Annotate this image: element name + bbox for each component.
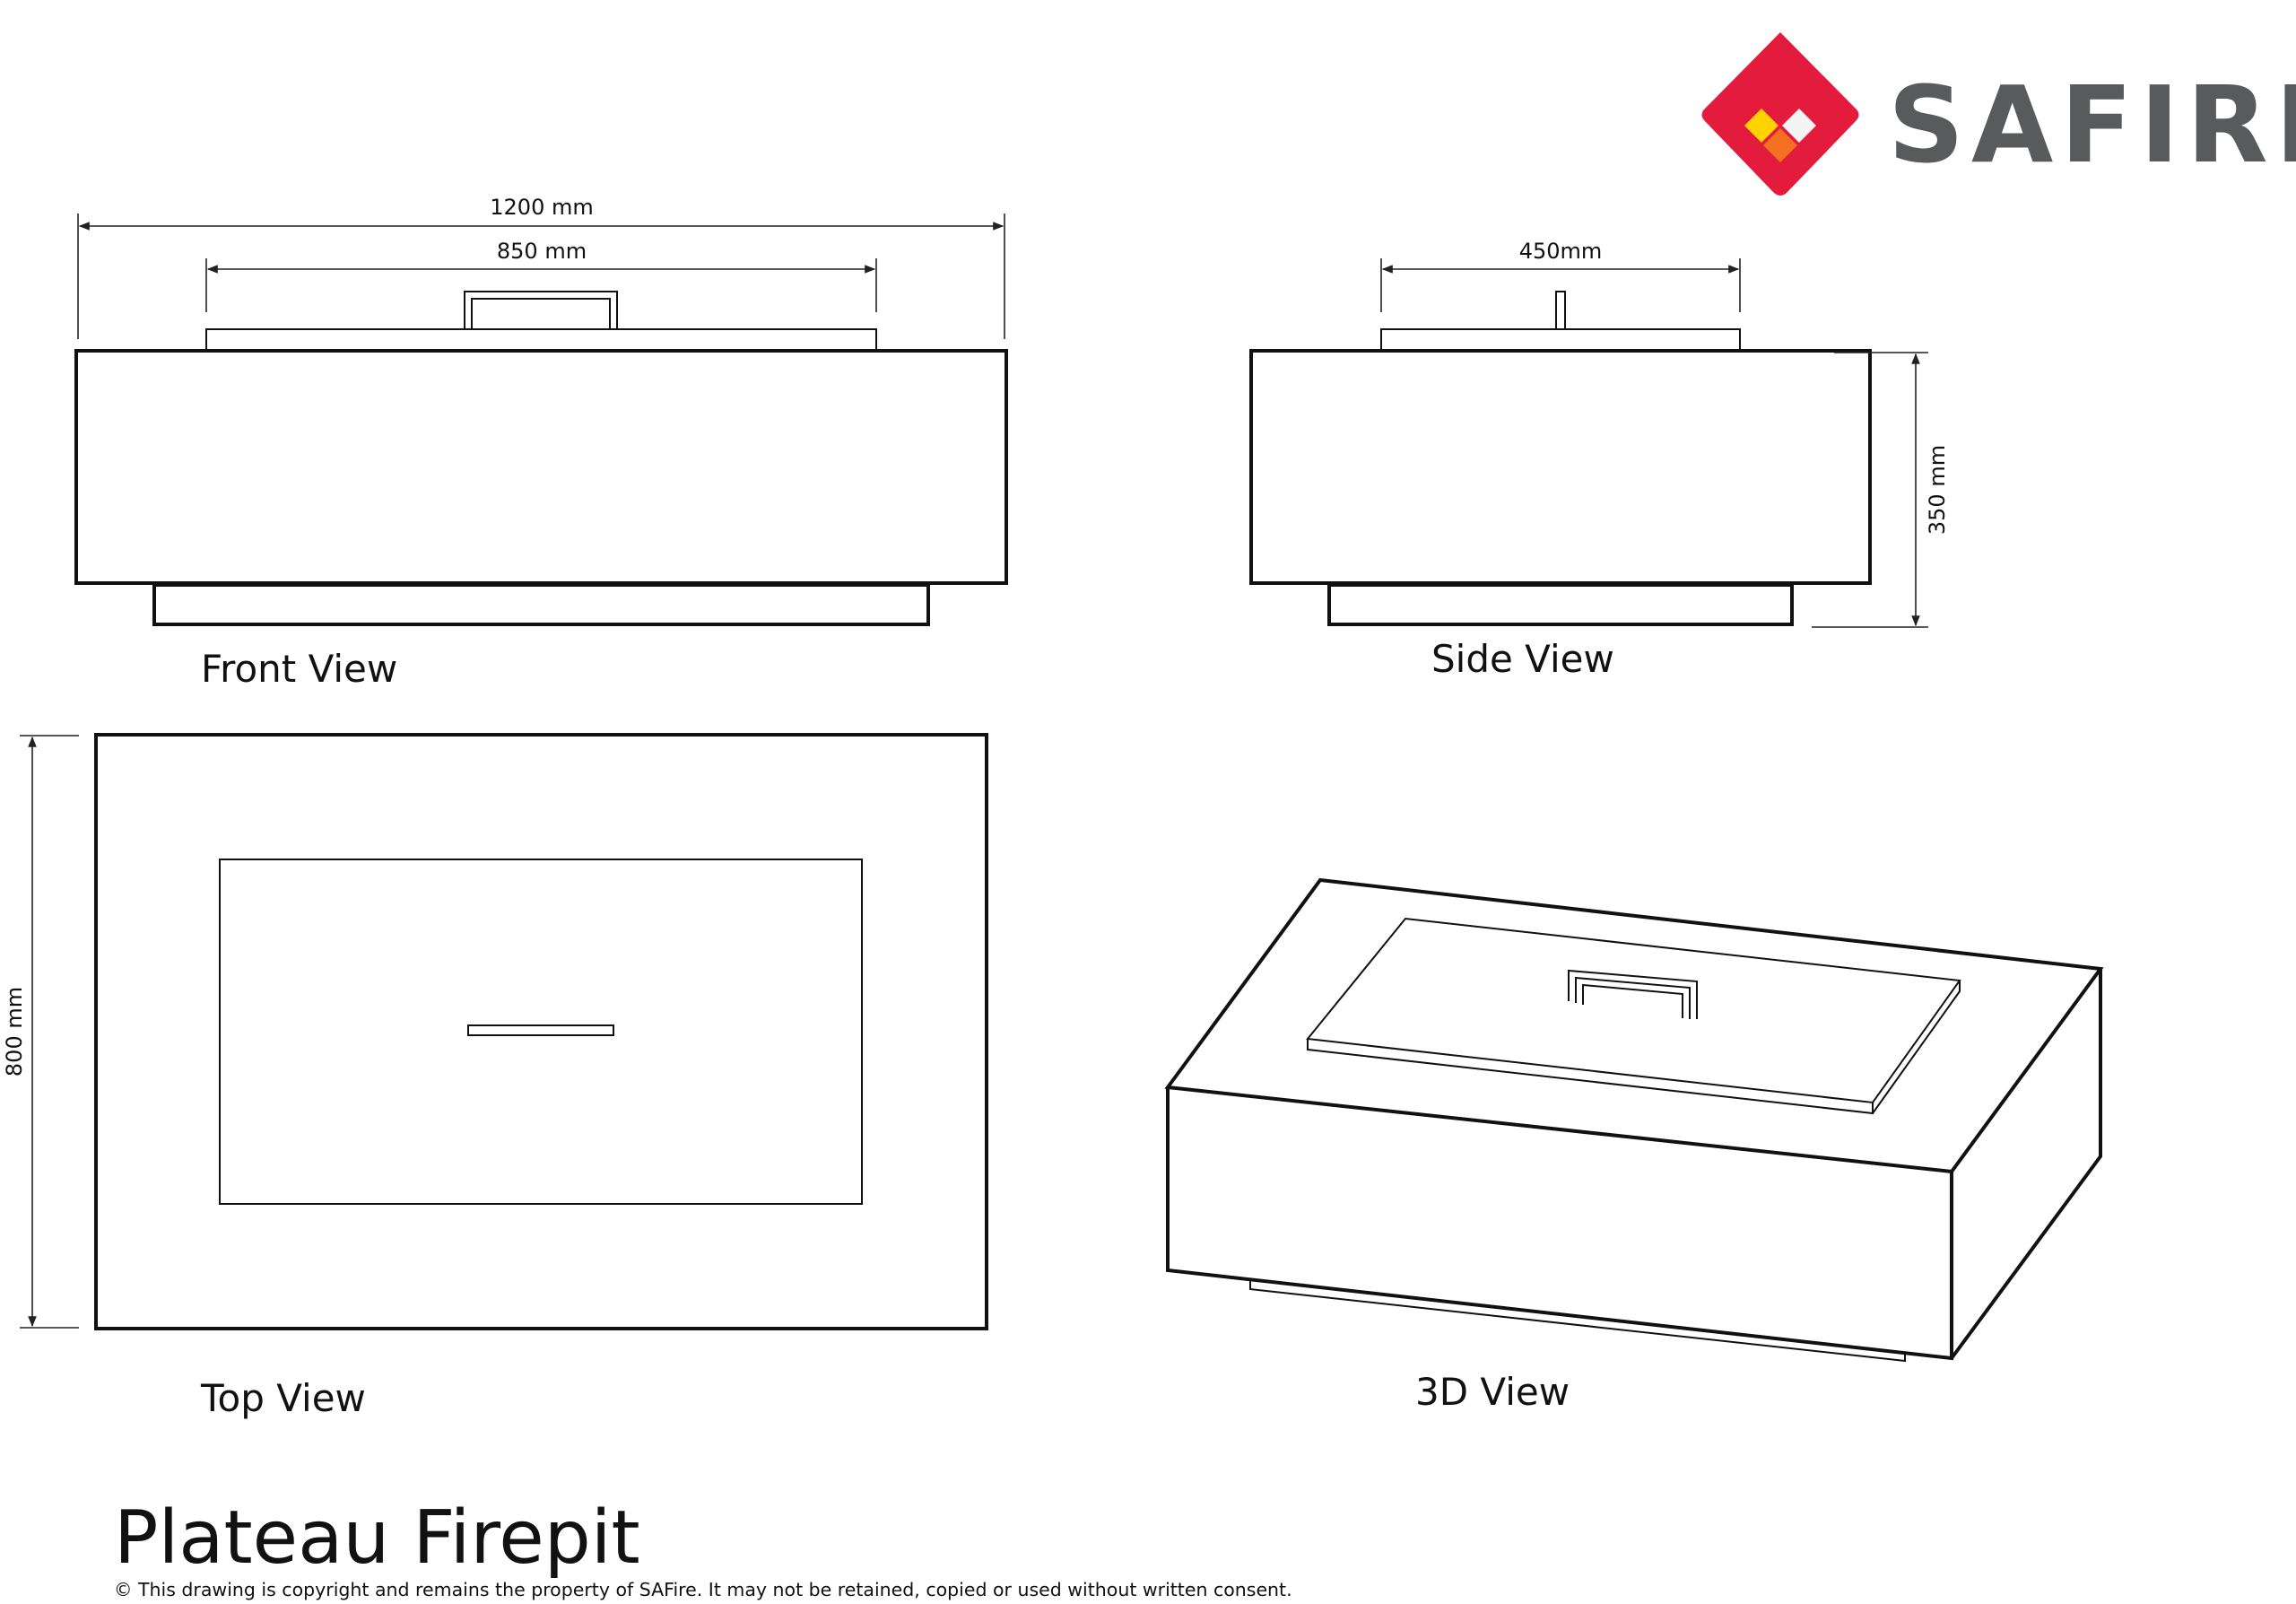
dimension-label-850: 850 mm — [497, 239, 587, 264]
firepit-top-outline — [94, 733, 988, 1330]
drawing-title: Plateau Firepit — [114, 1495, 640, 1581]
side-view-label: Side View — [1431, 637, 1614, 681]
lid-handle — [464, 291, 618, 329]
lid-handle — [1555, 291, 1566, 330]
front-view: 1200 mm 850 mm Front View — [74, 195, 1008, 691]
dimension-label-800: 800 mm — [2, 987, 27, 1077]
three-d-view: 3D View — [1164, 877, 2104, 1414]
dimension-label-350: 350 mm — [1925, 445, 1950, 535]
safire-logo: SAFIRE — [1701, 32, 2296, 196]
dimension-label-450: 450mm — [1519, 239, 1603, 264]
lid-top-outline — [219, 859, 863, 1205]
top-view: 800 mm Top View — [2, 733, 988, 1420]
firepit-3d-body — [1164, 877, 2104, 1363]
dimension-label-1200: 1200 mm — [490, 195, 593, 220]
firepit-body — [1249, 349, 1872, 585]
firepit-plinth — [1327, 583, 1794, 626]
firepit-plinth — [152, 583, 930, 626]
lid — [205, 328, 877, 352]
front-view-label: Front View — [201, 647, 397, 691]
lid-handle — [467, 1024, 614, 1036]
lid-handle — [1568, 969, 1698, 1019]
firepit-body — [74, 349, 1008, 585]
side-view: 450mm 350 mm Side View — [1249, 239, 1950, 681]
top-view-label: Top View — [200, 1376, 366, 1420]
copyright-notice: © This drawing is copyright and remains … — [114, 1579, 1292, 1600]
firepit-3d-lid — [1306, 917, 1961, 1115]
three-d-view-label: 3D View — [1415, 1370, 1570, 1414]
lid — [1380, 328, 1741, 352]
brand-wordmark: SAFIRE — [1888, 63, 2296, 187]
flame-diamond-icon — [1701, 32, 1859, 196]
